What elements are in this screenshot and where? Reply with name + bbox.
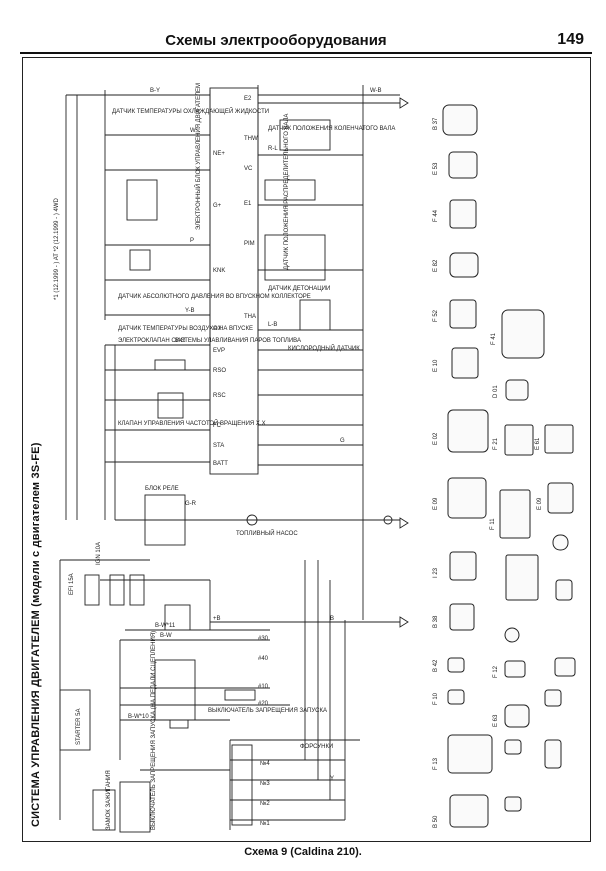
wire-code: Y	[330, 776, 334, 782]
wire-code: Y-B	[185, 308, 194, 314]
label-efi-fuse: EFI 15A	[69, 573, 75, 595]
connector-id: F 13	[433, 757, 439, 770]
connector-symbols	[442, 104, 576, 828]
label-fuel-pump: ТОПЛИВНЫЙ НАСОС	[236, 529, 298, 537]
wire-code: P	[190, 238, 194, 244]
page-title: Схемы электрооборудования	[165, 32, 387, 49]
ecu-pin: EVP	[213, 348, 225, 354]
ecu-pin: FC	[213, 423, 222, 429]
page-header: Схемы электрооборудования 149	[20, 28, 592, 54]
ecu-pin: THW	[244, 136, 258, 142]
label-oxygen-sensor: КИСЛОРОДНЫЙ ДАТЧИК	[288, 344, 360, 352]
label-crankshaft-sensor: ДАТЧИК ПОЛОЖЕНИЯ КОЛЕНЧАТОГО ВАЛА	[268, 126, 395, 132]
ecu-pin: RSO	[213, 368, 226, 374]
connector-id: F 10	[433, 692, 439, 705]
wire-code: B-W*11	[155, 623, 176, 629]
page-number: 149	[557, 31, 584, 48]
label-injector-no1: №1	[260, 820, 270, 827]
connector-id: E 82	[433, 259, 439, 272]
ecu-pin: #10	[258, 684, 269, 690]
wire-code: W	[190, 128, 196, 134]
diagram-labels: ДАТЧИК ТЕМПЕРАТУРЫ ОХЛАЖДАЮЩЕЙ ЖИДКОСТИ …	[112, 107, 395, 827]
label-injector-no2: №2	[260, 800, 270, 807]
ecu-pin: G+	[213, 203, 222, 209]
wire-code: G-R	[185, 501, 197, 507]
wiring-lines	[59, 85, 409, 833]
label-injectors: ФОРСУНКИ	[300, 744, 333, 750]
ecu-pin: #40	[258, 656, 269, 662]
figure-caption: Схема 9 (Caldina 210).	[244, 846, 362, 858]
diagram-frame	[22, 57, 591, 842]
wire-code: B-R	[175, 338, 186, 344]
wire-code: L-B	[268, 322, 277, 328]
connector-id: F 52	[433, 309, 439, 322]
label-idle-valve: КЛАПАН УПРАВЛЕНИЯ ЧАСТОТОЙ ВРАЩЕНИЯ Х.Х	[118, 419, 266, 427]
ecu-pin: NE+	[213, 151, 225, 157]
connector-id: D 01	[493, 385, 499, 398]
wire-code: B-Y	[150, 88, 160, 94]
label-relay-block: БЛОК РЕЛЕ	[145, 486, 179, 492]
connector-id: F 11	[490, 518, 496, 530]
wire-code: W-B	[370, 88, 382, 94]
ecu-pin: +B	[213, 616, 221, 622]
label-intake-air-sensor: ДАТЧИК ТЕМПЕРАТУРЫ ВОЗДУХА НА ВПУСКЕ	[118, 326, 253, 332]
label-start-inhibit: ВЫКЛЮЧАТЕЛЬ ЗАПРЕЩЕНИЯ ЗАПУСКА	[208, 708, 327, 714]
wire-code: R-L	[268, 146, 278, 152]
wire-code: G	[340, 438, 345, 444]
ecu-pin: E1	[244, 201, 252, 207]
ecu-pin: BATT	[213, 461, 228, 467]
connector-id-labels: B 37 E 53 F 44 E 82 F 52 F 41 E 10 D 01 …	[433, 117, 543, 828]
label-clutch-switch: ВЫКЛЮЧАТЕЛЬ ЗАПРЕЩЕНИЯ ЗАПУСКА (НА ПЕДАЛ…	[151, 631, 157, 830]
ecu-pin: PIM	[244, 241, 255, 247]
connector-id: F 44	[433, 209, 439, 222]
connector-id: F 21	[493, 437, 499, 450]
label-ignition-fuse: IGN 10A	[96, 542, 102, 565]
connector-id: F 12	[493, 665, 499, 678]
label-note-models: *1 (12.1999 - ) AT *2 (12.1999 - ) 4WD	[54, 198, 60, 300]
ecu-pin: THA	[244, 314, 256, 320]
connector-id: B 38	[433, 615, 439, 628]
connector-id: B 37	[433, 117, 439, 130]
label-coolant-sensor: ДАТЧИК ТЕМПЕРАТУРЫ ОХЛАЖДАЮЩЕЙ ЖИДКОСТИ	[112, 107, 269, 115]
connector-id: E 61	[535, 437, 541, 450]
label-injector-no3: №3	[260, 780, 270, 787]
label-camshaft-sensor: ДАТЧИК ПОЛОЖЕНИЯ РАСПРЕДЕЛИТЕЛЬНОГО ВАЛА	[284, 114, 290, 270]
connector-id: E 09	[433, 497, 439, 510]
ecu-pin: OX	[213, 326, 222, 332]
label-injector-no4: №4	[260, 760, 270, 767]
connector-id: I 23	[433, 567, 439, 578]
connector-id: E 63	[493, 714, 499, 727]
label-starter-fuse: STARTER 5A	[76, 709, 82, 745]
header-rule	[20, 52, 592, 54]
label-evap-valve: ЭЛЕКТРОКЛАПАН СИСТЕМЫ УЛАВЛИВАНИЯ ПАРОВ …	[118, 338, 301, 344]
ecu-pin: STA	[213, 443, 224, 449]
wire-code-labels: B-Y W-B B-R L-B G-R B-W Y-B R-L W B Y G …	[128, 88, 382, 782]
ecu-pin: KNK	[213, 268, 225, 274]
ecu-pin: VC	[244, 166, 253, 172]
ecu-pin: RSC	[213, 393, 226, 399]
connector-id: E 09	[537, 497, 543, 510]
connector-id: E 53	[433, 162, 439, 175]
rotated-labels: ЭЛЕКТРОННЫЙ БЛОК УПРАВЛЕНИЯ ДВИГАТЕЛЕМ Д…	[54, 83, 290, 830]
connector-id: E 10	[433, 359, 439, 372]
connector-id: F 41	[491, 332, 497, 345]
label-ecu: ЭЛЕКТРОННЫЙ БЛОК УПРАВЛЕНИЯ ДВИГАТЕЛЕМ	[194, 83, 202, 230]
wire-code: B-W	[160, 633, 172, 639]
wire-code: B-W*10	[128, 714, 149, 720]
connector-id: E 02	[433, 432, 439, 445]
ecu-pin: E2	[244, 96, 252, 102]
wire-code: B	[330, 616, 334, 622]
ecu-pin: #30	[258, 636, 269, 642]
ecu-pin: #20	[258, 701, 269, 707]
connector-id: B 42	[433, 659, 439, 672]
ecu-pin-labels: E2 THW VC PIM THA E1 NE+ G+ KNK OX EVP R…	[213, 96, 269, 707]
label-ignition-switch: ЗАМОК ЗАЖИГАНИЯ	[106, 770, 112, 830]
label-knock-sensor: ДАТЧИК ДЕТОНАЦИИ	[268, 286, 330, 292]
label-map-sensor: ДАТЧИК АБСОЛЮТНОГО ДАВЛЕНИЯ ВО ВПУСКНОМ …	[118, 294, 311, 300]
connector-id: B 50	[433, 815, 439, 828]
